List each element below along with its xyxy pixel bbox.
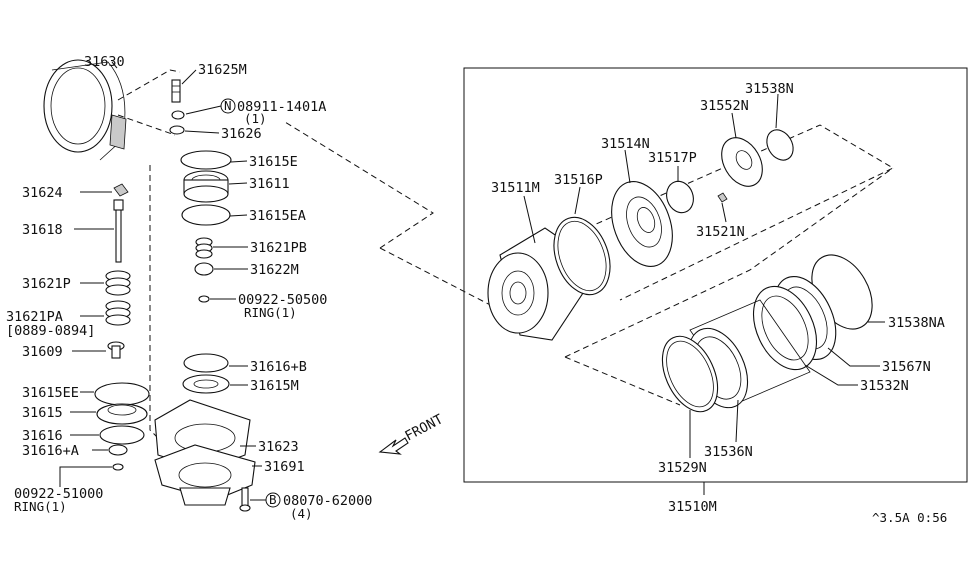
label-31514N: 31514N <box>601 136 650 152</box>
label-31623: 31623 <box>258 439 299 455</box>
label-31521N: 31521N <box>696 224 745 240</box>
band-31630 <box>43 59 127 161</box>
piston-31611 <box>180 150 232 226</box>
n-mark-icon <box>220 98 236 114</box>
plates-31532N <box>689 285 818 403</box>
label-31615EA: 31615EA <box>249 208 306 224</box>
label-31616-A: 31616+A <box>22 443 79 459</box>
snap-ring-31516P <box>553 216 611 296</box>
label-ring1-b: RING(1) <box>14 499 67 514</box>
retainer-31622M <box>194 262 214 276</box>
piston-31615 <box>94 382 150 456</box>
label-31618: 31618 <box>22 222 63 238</box>
label-00922-51000: 00922-51000 <box>14 486 103 502</box>
washer-31626 <box>169 125 185 135</box>
label-31567N: 31567N <box>882 359 931 375</box>
label-31622M: 31622M <box>250 262 299 278</box>
label-08070-62000: 08070-62000 <box>283 493 372 509</box>
label-front: FRONT <box>402 411 445 444</box>
dish-plate-31529N <box>661 335 719 413</box>
label-date-range: [0889-0894] <box>6 323 95 339</box>
label-31621P: 31621P <box>22 276 71 292</box>
label-08911-qty: (1) <box>244 111 267 126</box>
label-31626: 31626 <box>221 126 262 142</box>
svg-text:N: N <box>224 98 232 113</box>
seal-31616B <box>183 353 229 373</box>
label-31517P: 31517P <box>648 150 697 166</box>
bolt-31625M <box>171 79 181 103</box>
label-31536N: 31536N <box>704 444 753 460</box>
label-31552N: 31552N <box>700 98 749 114</box>
assembly-frame <box>463 67 968 483</box>
b-mark-icon <box>265 492 281 508</box>
nut-08911 <box>171 110 185 120</box>
spring-31621PB <box>195 237 213 259</box>
label-31529N: 31529N <box>658 460 707 476</box>
spring-31621P <box>105 270 131 296</box>
svg-text:B: B <box>269 492 277 507</box>
label-31624: 31624 <box>22 185 63 201</box>
front-arrow-icon <box>378 437 409 455</box>
seal-31517P <box>666 180 694 214</box>
label-08070-qty: (4) <box>290 506 313 521</box>
bolt-08070 <box>239 487 251 512</box>
label-31630: 31630 <box>84 54 125 70</box>
label-00922-50500: 00922-50500 <box>238 292 327 308</box>
anchor-31624 <box>113 183 129 197</box>
cover-31691 <box>154 444 256 506</box>
ring-00922-51000 <box>112 463 124 471</box>
label-31615M: 31615M <box>250 378 299 394</box>
rod-31618 <box>113 199 124 263</box>
label-31615EE: 31615EE <box>22 385 79 401</box>
ring-00922-50500 <box>198 295 210 303</box>
plate-31552N <box>721 137 763 187</box>
label-ring1-a: RING(1) <box>244 305 297 320</box>
label-31510M: 31510M <box>668 499 717 515</box>
label-31532N: 31532N <box>860 378 909 394</box>
label-31615E: 31615E <box>249 154 298 170</box>
guide-line <box>284 121 434 249</box>
label-31538N: 31538N <box>745 81 794 97</box>
label-31516P: 31516P <box>554 172 603 188</box>
label-31625M: 31625M <box>198 62 247 78</box>
label-31609: 31609 <box>22 344 63 360</box>
pin-31609 <box>107 341 125 359</box>
piston-31514N <box>611 181 673 267</box>
label-31616: 31616 <box>22 428 63 444</box>
ball-31521N <box>717 192 728 203</box>
label-31616-B: 31616+B <box>250 359 307 375</box>
spring-31621PA <box>105 300 131 326</box>
reference-code: ^3.5A 0:56 <box>872 510 947 525</box>
label-31611: 31611 <box>249 176 290 192</box>
snap-ring-31538N <box>766 129 794 161</box>
piston-31615M <box>182 374 230 394</box>
label-31615: 31615 <box>22 405 63 421</box>
label-31511M: 31511M <box>491 180 540 196</box>
label-31621PA: 31621PA <box>6 309 63 325</box>
label-31538NA: 31538NA <box>888 315 945 331</box>
label-31691: 31691 <box>264 459 305 475</box>
label-08911-1401A: 08911-1401A <box>237 99 326 115</box>
label-31621PB: 31621PB <box>250 240 307 256</box>
